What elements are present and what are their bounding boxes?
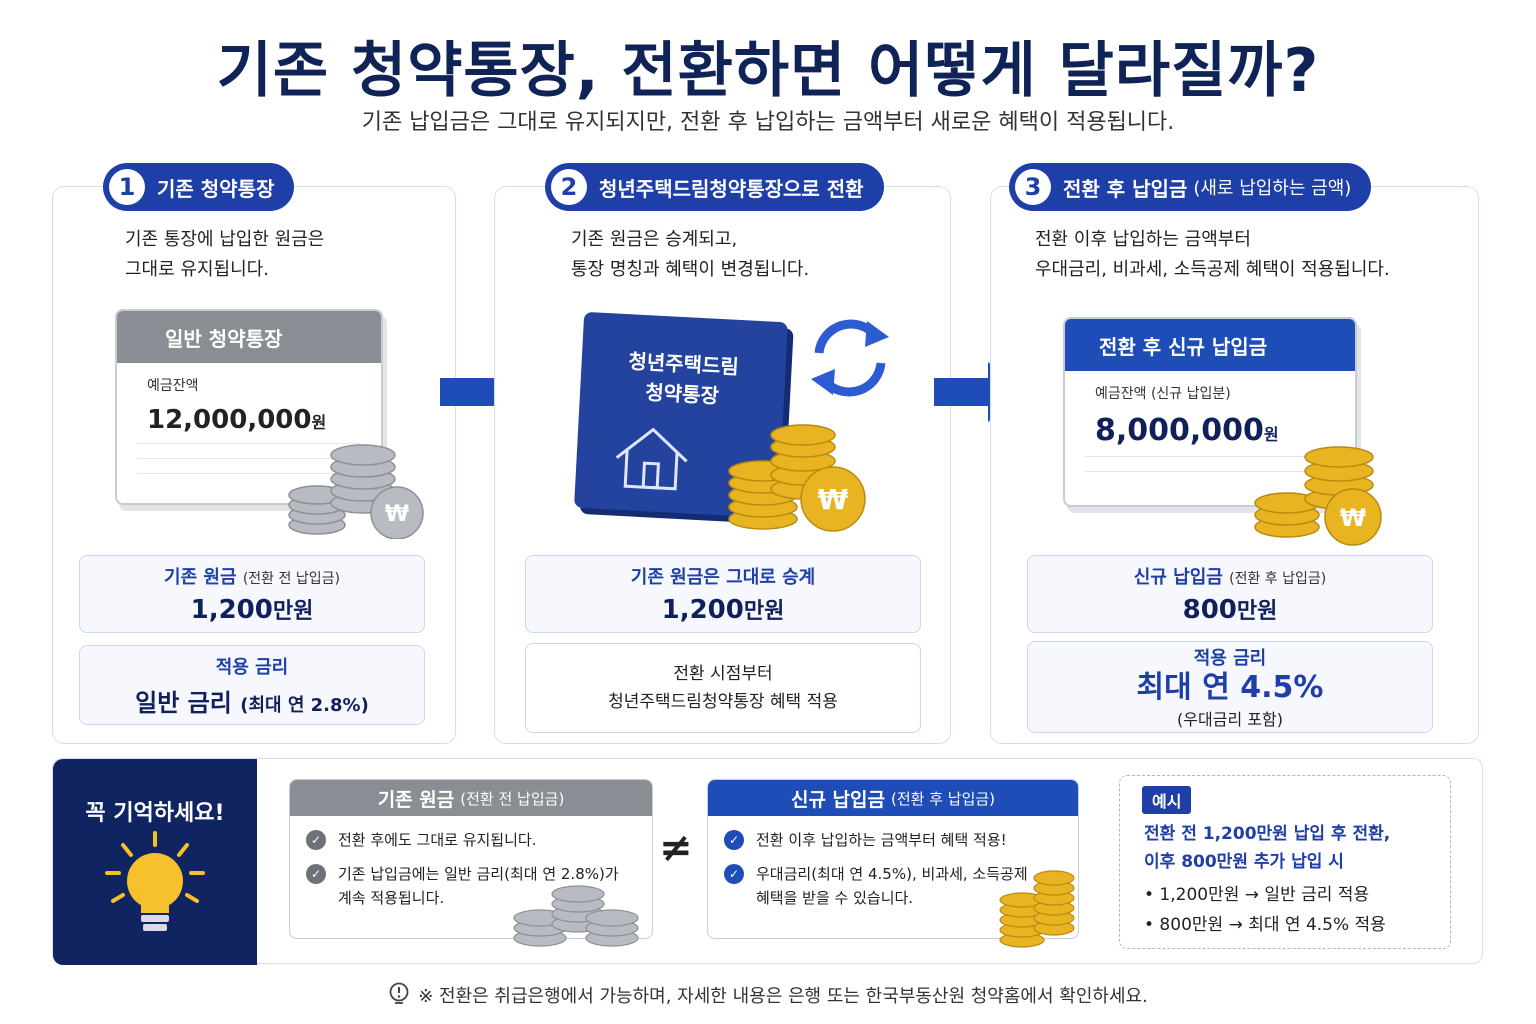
balance-caption: 예금잔액	[147, 378, 199, 394]
balance-caption: 예금잔액 (신규 납입분)	[1095, 386, 1231, 402]
svg-text:₩: ₩	[385, 502, 409, 527]
step-number: 1	[109, 169, 145, 205]
house-icon	[615, 427, 688, 491]
won-coin-icon: ₩	[1254, 446, 1382, 546]
new-deposit-card: 신규 납입금(전환 후 납입금) ✓ 전환 이후 납입하는 금액부터 혜택 적용…	[707, 779, 1079, 948]
step-badge-1: 1 기존 청약통장	[103, 163, 295, 211]
balance-amount: 8,000,000원	[1095, 413, 1279, 448]
original-principal-card: 기존 원금(전환 전 납입금) ✓ 전환 후에도 그대로 유지됩니다. ✓ 기존…	[289, 779, 653, 947]
youth-account-book: 청년주택드림 청약통장	[574, 311, 788, 519]
example-bullet: • 1,200만원 → 일반 금리 적용	[1144, 885, 1370, 905]
refresh-icon	[811, 319, 889, 397]
info-icon	[389, 982, 409, 1004]
lightbulb-icon	[105, 831, 205, 931]
not-equal-sign: ≠	[659, 825, 693, 871]
check-icon: ✓	[306, 830, 326, 850]
account-card-title: 일반 청약통장	[117, 311, 381, 363]
won-coin-icon: ₩	[728, 424, 866, 532]
step-number: 3	[1015, 169, 1051, 205]
coin-stack-icon	[999, 870, 1075, 948]
svg-text:₩: ₩	[1340, 504, 1367, 532]
example-tag: 예시	[1142, 786, 1192, 814]
remember-section: 꼭 기억하세요! 기존 원금(전환 전 납입금) ✓ 전환 후에도 그대로 유지…	[52, 758, 1483, 965]
step-number: 2	[551, 169, 587, 205]
check-icon: ✓	[724, 864, 744, 884]
footer-note: ※ 전환은 취급은행에서 가능하며, 자세한 내용은 은행 또는 한국부동산원 …	[0, 982, 1536, 1008]
step-description: 전환 이후 납입하는 금액부터 우대금리, 비과세, 소득공제 혜택이 적용됩니…	[1035, 229, 1390, 280]
step-badge-3: 3 전환 후 납입금 (새로 납입하는 금액)	[1009, 163, 1372, 211]
check-icon: ✓	[306, 864, 326, 884]
example-box: 예시 전환 전 1,200만원 납입 후 전환, 이후 800만원 추가 납입 …	[1119, 775, 1451, 949]
step-title: 기존 청약통장	[157, 176, 275, 201]
page-subtitle: 기존 납입금은 그대로 유지되지만, 전환 후 납입하는 금액부터 새로운 혜택…	[361, 110, 1175, 135]
step-title: 전환 후 납입금	[1063, 176, 1188, 201]
example-bullet: • 800만원 → 최대 연 4.5% 적용	[1144, 915, 1386, 935]
step-panel-1: 1 기존 청약통장 기존 통장에 납입한 원금은 그대로 유지됩니다. 일반 청…	[52, 163, 456, 744]
step-title: 청년주택드림청약통장으로 전환	[599, 176, 864, 201]
step-panel-2: 2 청년주택드림청약통장으로 전환 기존 원금은 승계되고, 통장 명칭과 혜택…	[494, 163, 951, 744]
step-panel-3: 3 전환 후 납입금 (새로 납입하는 금액) 전환 이후 납입하는 금액부터 …	[990, 163, 1479, 744]
remember-banner: 꼭 기억하세요!	[53, 759, 257, 965]
example-description: 전환 전 1,200만원 납입 후 전환, 이후 800만원 추가 납입 시	[1144, 824, 1391, 872]
original-principal-box: 기존 원금 (전환 전 납입금) 1,200만원	[79, 555, 425, 633]
benefit-start-box: 전환 시점부터 청년주택드림청약통장 혜택 적용	[525, 643, 921, 733]
page-title: 기존 청약통장, 전환하면 어떻게 달라질까?	[216, 36, 1320, 106]
inherited-principal-box: 기존 원금은 그대로 승계 1,200만원	[525, 555, 921, 633]
check-icon: ✓	[724, 830, 744, 850]
step-badge-2: 2 청년주택드림청약통장으로 전환	[545, 163, 884, 211]
step-title-sub: (새로 납입하는 금액)	[1193, 178, 1352, 199]
balance-amount: 12,000,000원	[147, 405, 327, 435]
account-card-general: 일반 청약통장 예금잔액 12,000,000원	[115, 309, 383, 505]
won-coin-icon: ₩	[288, 444, 424, 539]
coin-stack-icon	[513, 885, 639, 947]
preferential-rate-box: 적용 금리 최대 연 4.5% (우대금리 포함)	[1027, 641, 1433, 733]
step-description: 기존 통장에 납입한 원금은 그대로 유지됩니다.	[125, 229, 325, 280]
account-card-title: 전환 후 신규 납입금	[1065, 319, 1355, 371]
svg-text:₩: ₩	[818, 483, 849, 516]
new-deposit-box: 신규 납입금 (전환 후 납입금) 800만원	[1027, 555, 1433, 633]
step-description: 기존 원금은 승계되고, 통장 명칭과 혜택이 변경됩니다.	[571, 229, 810, 280]
interest-rate-box: 적용 금리 일반 금리 (최대 연 2.8%)	[79, 645, 425, 725]
